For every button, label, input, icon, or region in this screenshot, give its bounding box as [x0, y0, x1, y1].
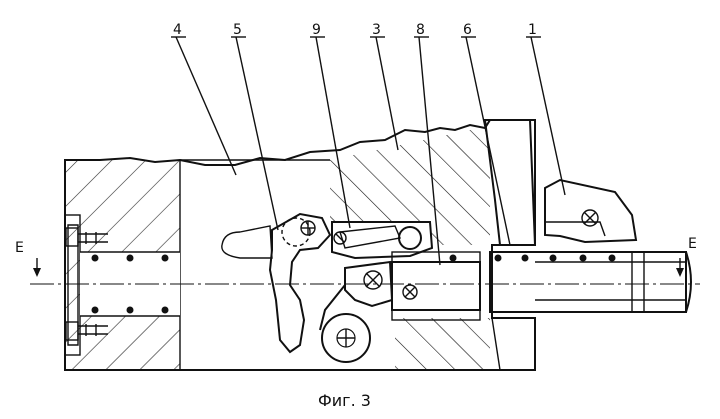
section-label-right: E: [688, 236, 697, 252]
clamp-part: [544, 178, 638, 244]
screw-icon: [65, 227, 108, 247]
callout-5: 5: [233, 22, 242, 38]
callout-8: 8: [416, 22, 425, 38]
ball-row-right: [449, 254, 616, 262]
screw-icon: [65, 321, 108, 341]
lever-part: [268, 212, 332, 354]
callout-4: 4: [173, 22, 182, 38]
callout-6: 6: [463, 22, 472, 38]
latch-part: [331, 221, 434, 260]
lever-pocket: [221, 225, 273, 259]
slider-block: [391, 251, 481, 321]
callout-9: 9: [312, 22, 321, 38]
section-mark-left: E: [15, 240, 41, 277]
tube: [489, 251, 692, 313]
leader-lines: [175, 36, 566, 266]
callouts: 4 5 9 3 8 6 1: [171, 22, 541, 38]
figure-caption: Фиг. 3: [318, 391, 371, 410]
section-label-left: E: [15, 240, 24, 256]
callout-1: 1: [528, 22, 537, 38]
callout-3: 3: [372, 22, 381, 38]
ball-row-left: [91, 254, 169, 314]
section-mark-right: E: [676, 236, 697, 277]
roller-icon: [321, 313, 371, 363]
cam-part: [319, 260, 394, 331]
right-flange: [483, 119, 537, 371]
